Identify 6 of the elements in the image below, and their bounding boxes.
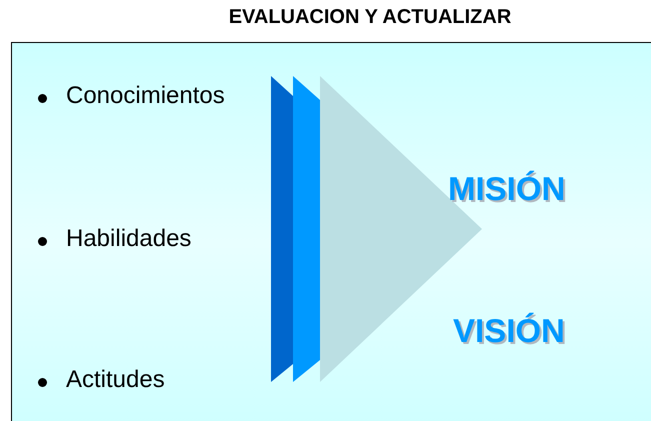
bullet-text: Conocimientos: [66, 82, 225, 110]
bullet-text: Habilidades: [66, 225, 192, 253]
bullet-text: Actitudes: [66, 366, 165, 394]
heading-text: VISIÓN: [453, 312, 565, 350]
heading-text: MISIÓN: [448, 170, 566, 208]
title: EVALUACION Y ACTUALIZAR: [228, 6, 512, 29]
